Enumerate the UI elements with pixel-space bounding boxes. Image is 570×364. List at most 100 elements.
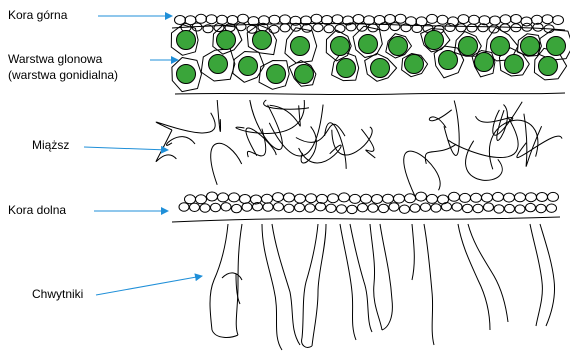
cortex-cell [452, 203, 462, 211]
cortex-cell [313, 24, 323, 32]
cortex-cell [240, 195, 251, 204]
arrow-medulla [84, 147, 168, 150]
alga [547, 37, 566, 56]
alga [539, 57, 558, 76]
cortex-cell [526, 193, 537, 202]
cortex-cell [339, 193, 350, 202]
hypha [466, 141, 503, 181]
cortex-cell [469, 15, 480, 24]
cortex-cell [427, 194, 438, 203]
cortex-cell [427, 14, 438, 23]
cortex-cell [547, 204, 557, 212]
cortex-cell [463, 204, 473, 212]
cortex-cell [196, 14, 207, 23]
cortex-cell [505, 204, 515, 212]
cortex-cell [328, 194, 339, 203]
hypha [296, 124, 345, 142]
cortex-cell [456, 24, 466, 32]
arrow-rhizines [96, 276, 202, 295]
cortex-cell [274, 203, 284, 211]
cortex-cell [190, 203, 200, 211]
cortex-cell [291, 23, 301, 31]
cortex-cell [306, 194, 317, 203]
cortex-cell [500, 15, 511, 24]
alga [459, 37, 478, 56]
cortex-cell [358, 204, 368, 212]
cortex-cell [421, 203, 431, 211]
alga [389, 37, 408, 56]
rhizine [412, 224, 434, 345]
alga [505, 55, 524, 74]
cortex-cell [221, 203, 231, 211]
rhizine [302, 224, 326, 347]
cortex-cell [390, 23, 400, 31]
cortex-cell [368, 204, 378, 212]
alga [177, 31, 196, 50]
cortex-cell [196, 195, 207, 204]
alga [475, 53, 494, 72]
cortex-cell [511, 15, 522, 24]
cortex-cell [347, 205, 357, 213]
cortex-cell [361, 194, 372, 203]
cortex-cell [229, 193, 240, 202]
cortex-cell [410, 204, 420, 212]
label-medulla: Miąższ [32, 138, 69, 153]
hypha [361, 129, 375, 158]
alga [253, 31, 272, 50]
cortex-cell [515, 193, 526, 202]
cortex-cell [238, 14, 249, 23]
cortex-cell [280, 15, 291, 24]
cortex-cell [227, 16, 238, 25]
label-upper-cortex: Kora górna [8, 8, 67, 23]
alga [239, 57, 258, 76]
cortex-cell [494, 205, 504, 213]
cortex-cell [431, 204, 441, 212]
cortex-cell [416, 192, 427, 201]
hypha [429, 110, 451, 128]
hypha [211, 143, 242, 184]
cortex-cell [458, 15, 469, 24]
cortex-cell [467, 24, 477, 32]
alga [177, 65, 196, 84]
medulla-hyphae [156, 100, 562, 196]
rhizines-group [210, 224, 555, 350]
cortex-cell [536, 204, 546, 212]
hypha [517, 136, 562, 157]
hypha [250, 100, 283, 150]
hypha [156, 130, 176, 162]
cortex-cell [504, 193, 515, 202]
cortex-cell [449, 192, 460, 201]
cortex-cell [383, 194, 394, 203]
cortex-cell [332, 15, 343, 24]
hypha [264, 100, 309, 109]
cortex-cell [379, 204, 389, 212]
cortex-cell [394, 194, 405, 203]
cortex-cell [364, 16, 375, 25]
alga [267, 65, 286, 84]
cortex-cell [405, 194, 416, 203]
cortex-cell [280, 24, 290, 32]
cortex-cell [217, 15, 228, 24]
alga [521, 37, 540, 56]
cortex-cell [479, 16, 490, 25]
cortex-cell [350, 194, 361, 203]
cortex-cell [473, 204, 483, 212]
cortex-cell [548, 192, 559, 201]
cortex-cell [326, 204, 336, 212]
cortex-cell [311, 14, 322, 23]
cortex-cell [211, 203, 221, 211]
cortex-cell [442, 203, 452, 211]
cortex-cell [242, 203, 252, 211]
cortex-cell [269, 15, 280, 24]
cortex-cell [295, 194, 306, 203]
cortex-cell [284, 204, 294, 212]
cortex-cell [400, 205, 410, 213]
cortex-cell [179, 203, 189, 211]
cortex-cell [232, 204, 242, 212]
rhizine [458, 224, 508, 330]
hypha [217, 100, 220, 132]
lower-cortex-boundary [172, 217, 560, 222]
cortex-cell [337, 205, 347, 213]
cortex-cell [185, 195, 196, 204]
alga [371, 59, 390, 78]
